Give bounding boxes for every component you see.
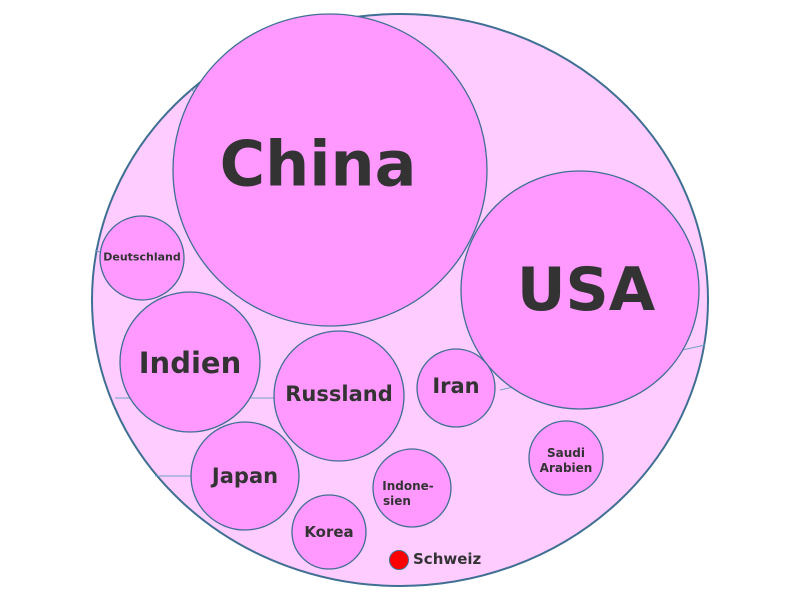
bubble-circle [99,215,185,301]
bubble-circle [372,448,452,528]
label-russland: Russland [285,382,392,406]
bubble-japan: Japan [190,421,300,531]
label-china: China [220,128,417,201]
bubble-circle [416,348,496,428]
label-saudi-line1: Saudi [547,446,585,460]
bubble-circle [172,13,488,327]
bubble-korea: Korea [291,494,367,570]
label-japan: Japan [210,464,278,488]
label-korea: Korea [304,523,353,541]
bubble-iran: Iran [416,348,496,428]
label-indonesien-line1: Indone- [382,479,434,493]
bubble-indien: Indien [119,291,261,433]
schweiz-dot [389,550,409,570]
bubble-circle [528,420,604,496]
label-deutschland: Deutschland [103,251,180,264]
label-schweiz: Schweiz [413,550,482,568]
label-saudi-line2: Arabien [540,461,593,475]
label-indien: Indien [139,346,241,380]
bubble-russland: Russland [273,330,405,462]
bubble-china: China [172,13,488,327]
bubble-indonesien: Indone- sien [372,448,452,528]
bubble-usa: USA [460,170,700,410]
bubble-circle [460,170,700,410]
bubble-circle [273,330,405,462]
bubble-circle [119,291,261,433]
label-usa: USA [517,255,656,325]
bubble-saudi-arabien: Saudi Arabien [528,420,604,496]
connector-line [94,249,101,253]
label-indonesien-line2: sien [383,494,411,508]
bubble-circle [291,494,367,570]
bubble-schweiz: Schweiz [389,550,482,570]
bubble-deutschland: Deutschland [99,215,185,301]
label-iran: Iran [432,374,479,398]
bubble-circle [190,421,300,531]
